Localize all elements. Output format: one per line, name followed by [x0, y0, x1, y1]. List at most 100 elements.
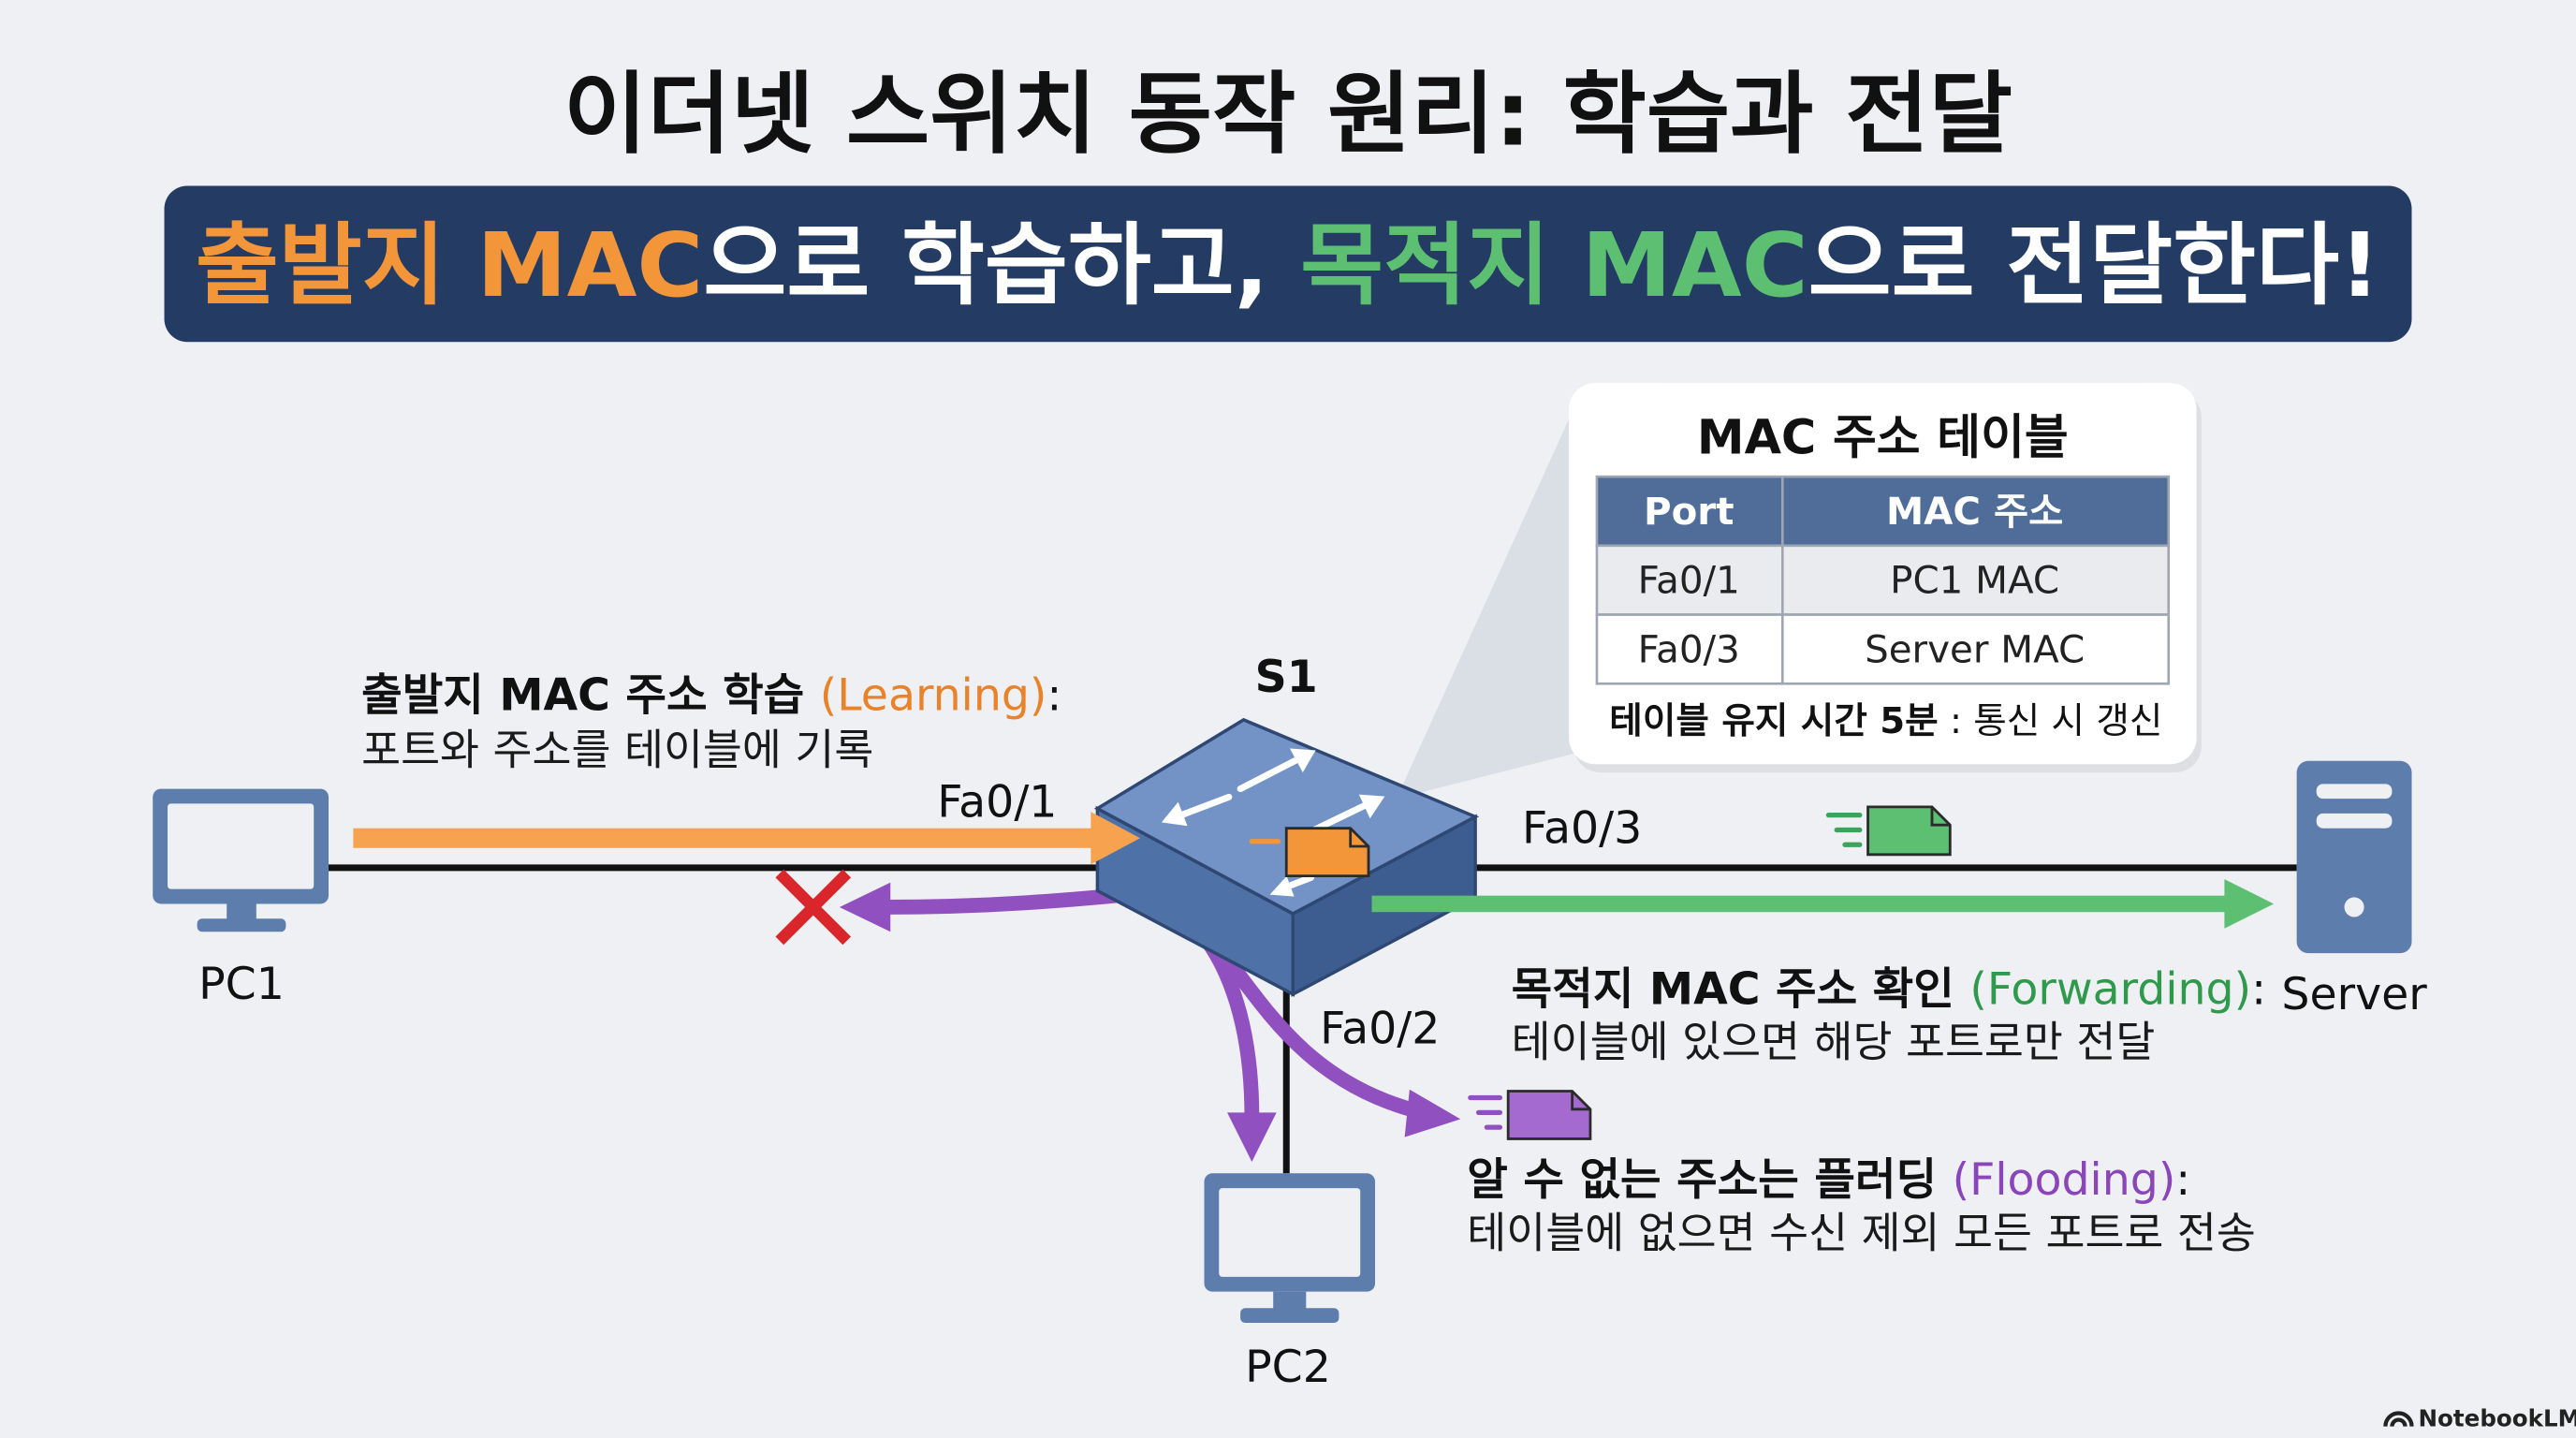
forwarding-heading-text: 목적지 MAC 주소 확인	[1512, 964, 1970, 1016]
switch-top-face	[1093, 717, 1480, 916]
switch-arrows-icon	[1161, 748, 1385, 897]
flooded-frame-body	[1506, 1090, 1592, 1140]
forwarded-frame-body	[1866, 805, 1952, 857]
port-label-fa0-1: Fa0/1	[937, 776, 1057, 828]
switch-arrow	[1286, 873, 1315, 889]
flood-arrowhead-left	[839, 882, 891, 932]
banner-learning-rest: 으로 학습하고,	[703, 214, 1300, 317]
server-slot	[2316, 784, 2393, 800]
flood-arrowhead-down	[1227, 1112, 1277, 1162]
flooding-heading-text: 알 수 없는 주소는 플러딩	[1467, 1154, 1952, 1206]
switch-arrowhead	[1289, 748, 1316, 773]
forwarding-arrowhead	[2224, 879, 2275, 929]
switch-arrow	[1178, 793, 1233, 819]
forwarding-heading: 목적지 MAC 주소 확인 (Forwarding):	[1512, 964, 2266, 1016]
pc1-device: PC1	[153, 788, 329, 1010]
incoming-frame-icon	[1284, 827, 1370, 878]
page-title: 이더넷 스위치 동작 원리: 학습과 전달	[564, 64, 2012, 167]
mac-table: Port MAC 주소 Fa0/1 PC1 MAC Fa0/3 Server M…	[1595, 475, 2171, 685]
server-power-light	[2344, 897, 2364, 917]
banner-background	[164, 185, 2412, 343]
server-slot	[2316, 813, 2393, 829]
learning-term: (Learning)	[820, 669, 1047, 721]
forwarding-description: 테이블에 있으면 해당 포트로만 전달	[1512, 1018, 2156, 1067]
table-callout-pointer	[1396, 401, 1577, 800]
server-label: Server	[2281, 969, 2427, 1020]
pc2-device: PC2	[1204, 1173, 1376, 1393]
switch-label: S1	[1255, 652, 1318, 703]
switch-arrowhead	[1269, 875, 1295, 897]
learning-arrowhead	[1090, 812, 1141, 865]
incoming-frame-fold	[1349, 828, 1368, 848]
table-row	[1595, 544, 2171, 616]
flood-arrowhead-right	[1404, 1089, 1461, 1137]
port-label-fa0-2: Fa0/2	[1320, 1004, 1440, 1055]
mac-table-aging-note: : 통신 시 갱신	[1939, 700, 2163, 742]
monitor-neck	[227, 903, 256, 920]
monitor-neck	[1273, 1291, 1307, 1310]
mac-table-cell-mac: PC1 MAC	[1890, 559, 2059, 603]
switch-arrowhead	[1358, 794, 1385, 819]
flooding-heading: 알 수 없는 주소는 플러딩 (Flooding):	[1467, 1154, 2190, 1206]
monitor-screen	[168, 803, 315, 889]
banner-forwarding-rest: 으로 전달한다!	[1808, 214, 2380, 317]
learning-heading-text: 출발지 MAC 주소 학습	[361, 669, 820, 721]
logo-arc-inner	[2390, 1417, 2408, 1427]
learning-arrow-shaft	[353, 828, 1096, 848]
mac-table-header-mac: MAC 주소	[1886, 490, 2063, 534]
logo-arc-outer	[2383, 1411, 2414, 1427]
pc1-label: PC1	[198, 959, 285, 1010]
banner-learning-key: 출발지 MAC	[196, 214, 704, 317]
watermark-text: NotebookLM	[2419, 1405, 2576, 1432]
mac-table-header-port: Port	[1644, 490, 1734, 534]
mac-table-callout: MAC 주소 테이블 Port MAC 주소 Fa0/1 PC1 MAC Fa0…	[1569, 383, 2202, 773]
mac-table-cell-port: Fa0/1	[1638, 559, 1740, 603]
mac-table-cell-port: Fa0/3	[1638, 627, 1740, 671]
banner-forwarding-key: 목적지 MAC	[1300, 214, 1808, 317]
flooded-frame-motion-lines	[1468, 1094, 1503, 1130]
switch-arrowhead	[1161, 801, 1188, 827]
pc2-monitor-icon	[1204, 1173, 1376, 1323]
server-device: Server	[2281, 760, 2427, 1020]
forwarded-frame-icon	[1825, 805, 1952, 857]
flooding-description: 테이블에 없으면 수신 제외 모든 포트로 전송	[1467, 1208, 2256, 1257]
watermark: NotebookLM	[2383, 1405, 2576, 1432]
forwarding-colon: :	[2251, 964, 2266, 1016]
pc1-monitor-icon	[153, 788, 329, 932]
server-tower-icon	[2296, 760, 2412, 954]
learning-arrow	[353, 812, 1141, 865]
red-x-stroke	[775, 869, 852, 946]
table-row	[1595, 613, 2171, 685]
learning-colon: :	[1046, 669, 1061, 721]
forwarding-arrow-shaft	[1371, 895, 2230, 913]
switch-arrow	[1310, 801, 1368, 833]
forwarding-annotation: 목적지 MAC 주소 확인 (Forwarding): 테이블에 있으면 해당 …	[1512, 964, 2266, 1067]
mac-table-aging-time: 테이블 유지 시간 5분	[1609, 700, 1938, 742]
learning-heading: 출발지 MAC 주소 학습 (Learning):	[361, 669, 1061, 721]
forwarded-frame-fold	[1930, 806, 1951, 827]
monitor-screen	[1219, 1188, 1361, 1277]
forwarding-arrow	[1371, 879, 2275, 929]
switch-s1: S1	[1093, 652, 1480, 997]
flooding-annotation: 알 수 없는 주소는 플러딩 (Flooding): 테이블에 없으면 수신 제…	[1467, 1154, 2256, 1257]
flooding-colon: :	[2175, 1154, 2190, 1206]
forwarded-frame-motion-lines	[1825, 813, 1863, 847]
monitor-base	[197, 918, 286, 932]
flooded-frame-fold	[1571, 1091, 1590, 1111]
monitor-base	[1240, 1308, 1339, 1323]
learning-annotation: 출발지 MAC 주소 학습 (Learning): 포트와 주소를 테이블에 기…	[361, 669, 1061, 774]
notebooklm-logo-icon	[2383, 1411, 2414, 1427]
server-chassis	[2296, 760, 2412, 954]
mac-table-cell-mac: Server MAC	[1865, 627, 2085, 671]
flooded-frame-icon	[1468, 1090, 1592, 1140]
red-x-icon	[775, 869, 852, 946]
flooding-term: (Flooding)	[1953, 1154, 2176, 1206]
switch-arrow	[1237, 756, 1302, 793]
mac-table-footer: 테이블 유지 시간 5분 : 통신 시 갱신	[1609, 700, 2162, 742]
forwarding-term: (Forwarding)	[1969, 964, 2251, 1016]
port-label-fa0-3: Fa0/3	[1522, 803, 1642, 855]
mac-table-title: MAC 주소 테이블	[1697, 411, 2069, 466]
